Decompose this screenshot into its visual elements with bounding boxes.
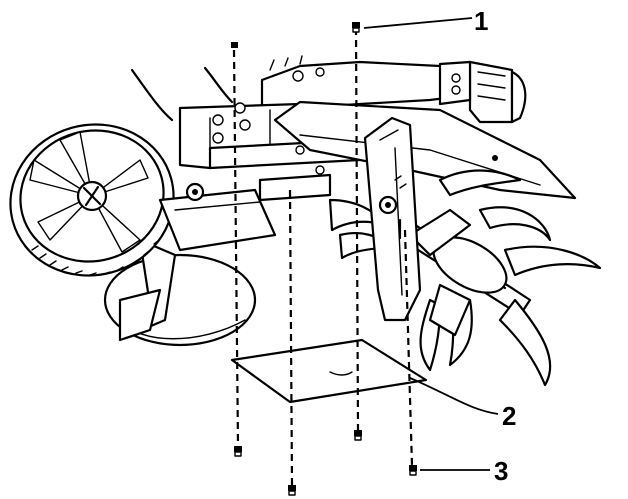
bolt-bottom-b — [354, 430, 362, 441]
engine-frame — [130, 55, 527, 202]
wheel — [9, 123, 277, 347]
callout-1-label: 1 — [474, 6, 488, 36]
callout-2-label: 2 — [502, 401, 516, 431]
bolt-top-left — [231, 42, 238, 48]
bottom-plate — [230, 338, 428, 404]
callout-3-label: 3 — [494, 456, 508, 486]
assembly-guides — [232, 27, 414, 486]
bolt-bottom-c — [288, 485, 296, 496]
bolt-bottom-d — [409, 465, 417, 476]
bolt-top-1 — [352, 22, 360, 33]
tine-guard — [363, 116, 422, 322]
bolt-bottom-a — [234, 446, 242, 457]
leader-1 — [363, 17, 473, 29]
tine-assembly — [328, 169, 602, 387]
callout-leaders — [363, 17, 499, 471]
fasteners — [231, 22, 417, 496]
leader-2 — [409, 377, 499, 415]
